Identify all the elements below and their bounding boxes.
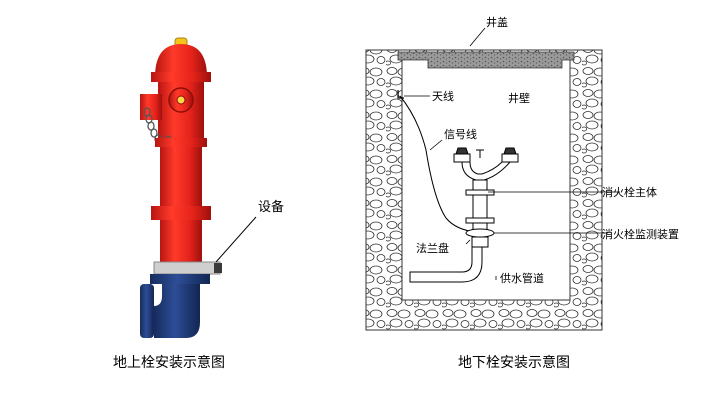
signal-wire: [399, 95, 477, 233]
hydrant-mid-ring: [155, 138, 207, 147]
label-hydrant-body: 消火栓主体: [602, 185, 657, 199]
well-cover: [397, 51, 575, 69]
label-wall: 井壁: [508, 91, 530, 105]
label-cover: 井盖: [486, 15, 508, 29]
label-monitor-device: 消火栓监测装置: [602, 227, 679, 241]
hydrant-inlet-flange: [140, 284, 154, 338]
hydrant-base-elbow: [154, 284, 200, 338]
hydrant-outlet: [140, 94, 162, 120]
device-ring: [153, 261, 221, 275]
label-signal-wire: 信号线: [444, 127, 477, 141]
hydrant-lower-flange: [151, 206, 211, 220]
underground-hydrant-figure: 井盖 天线 井壁 信号线 消火栓主体 消火栓监测装置 法兰盘 供: [365, 15, 679, 331]
hydrant-cap-flange: [151, 72, 211, 82]
hydrant-lower-column: [160, 220, 202, 262]
above-ground-hydrant-figure: 设备: [140, 37, 284, 338]
right-caption: 地下栓安装示意图: [458, 355, 570, 371]
device-label: 设备: [258, 199, 284, 215]
hydrant-column: [160, 147, 202, 207]
device-leader-line: [215, 216, 257, 263]
label-antenna: 天线: [432, 89, 454, 103]
well-cavity: [401, 55, 571, 301]
label-flange: 法兰盘: [416, 241, 449, 255]
hydrant-cap: [155, 44, 207, 75]
left-caption: 地上栓安装示意图: [113, 355, 225, 371]
hydrant-base-flange: [150, 274, 210, 284]
label-supply-pipe: 供水管道: [500, 271, 544, 285]
underground-hydrant: [409, 147, 519, 283]
